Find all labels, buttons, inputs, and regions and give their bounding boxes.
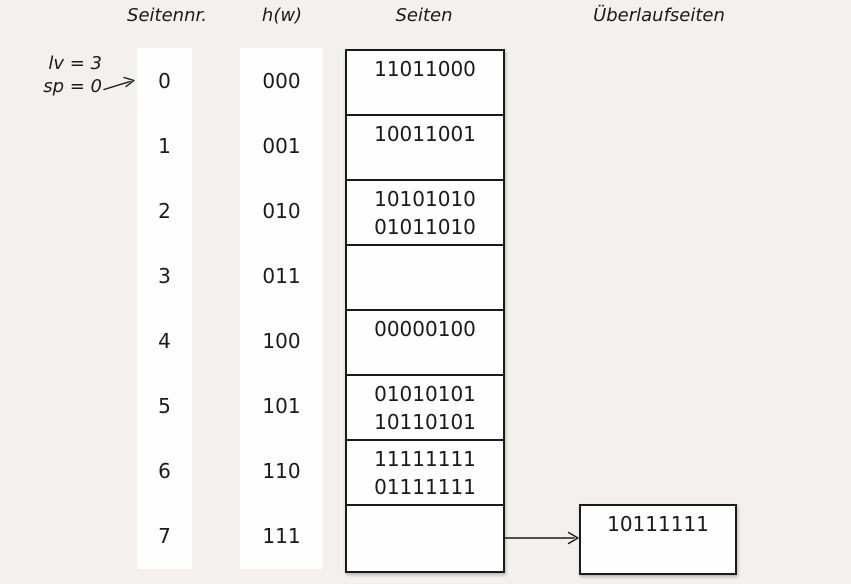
overflow-arrow xyxy=(504,531,579,545)
page-bucket-5: 01010101 10110101 xyxy=(347,376,503,441)
pages-table: 11011000 10011001 10101010 01011010 0000… xyxy=(345,49,505,573)
bucket-entry: 01011010 xyxy=(374,215,476,239)
sp-pointer-arrow xyxy=(103,76,135,91)
hash-value-cell: 101 xyxy=(262,394,301,419)
bucket-entry: 00000100 xyxy=(374,317,476,341)
page-number-cell: 7 xyxy=(158,524,171,549)
page-number-cell: 3 xyxy=(158,263,171,288)
page-number-cell: 6 xyxy=(158,459,171,484)
page-bucket-1: 10011001 xyxy=(347,116,503,181)
bucket-entry: 10110101 xyxy=(374,410,476,434)
hash-value-cell: 000 xyxy=(262,68,301,93)
level-splitpointer-annotation: lv = 3 sp = 0 xyxy=(28,52,102,98)
page-number-cell: 2 xyxy=(158,198,171,223)
hash-value-cell: 001 xyxy=(262,133,301,158)
bucket-entry: 01111111 xyxy=(374,475,476,499)
page-number-cell: 0 xyxy=(158,68,171,93)
page-number-cell: 1 xyxy=(158,133,171,158)
hash-value-cell: 111 xyxy=(262,524,301,549)
page-bucket-4: 00000100 xyxy=(347,311,503,376)
page-bucket-2: 10101010 01011010 xyxy=(347,181,503,246)
column-header-ueberlaufseiten: Überlaufseiten xyxy=(593,5,725,26)
sp-value: sp = 0 xyxy=(43,76,102,97)
bucket-entry: 10011001 xyxy=(374,122,476,146)
page-bucket-7 xyxy=(347,506,503,571)
page-number-cell: 4 xyxy=(158,329,171,354)
lv-value: lv = 3 xyxy=(48,53,102,74)
column-header-seiten: Seiten xyxy=(395,5,453,26)
overflow-page-box: 10111111 xyxy=(579,504,737,575)
hash-value-cell: 110 xyxy=(262,459,301,484)
hash-value-cell: 100 xyxy=(262,329,301,354)
page-bucket-3 xyxy=(347,246,503,311)
hash-value-cell: 010 xyxy=(262,198,301,223)
hash-value-column: 000 001 010 011 100 101 110 111 xyxy=(240,48,323,569)
page-number-cell: 5 xyxy=(158,394,171,419)
hash-value-cell: 011 xyxy=(262,263,301,288)
page-number-column: 0 1 2 3 4 5 6 7 xyxy=(137,48,192,569)
column-header-hw: h(w) xyxy=(261,5,303,26)
bucket-entry: 11111111 xyxy=(374,447,476,471)
overflow-entry: 10111111 xyxy=(607,512,709,536)
page-bucket-0: 11011000 xyxy=(347,51,503,116)
bucket-entry: 11011000 xyxy=(374,57,476,81)
page-bucket-6: 11111111 01111111 xyxy=(347,441,503,506)
column-header-seitennr: Seitennr. xyxy=(127,5,207,26)
bucket-entry: 10101010 xyxy=(374,187,476,211)
bucket-entry: 01010101 xyxy=(374,382,476,406)
